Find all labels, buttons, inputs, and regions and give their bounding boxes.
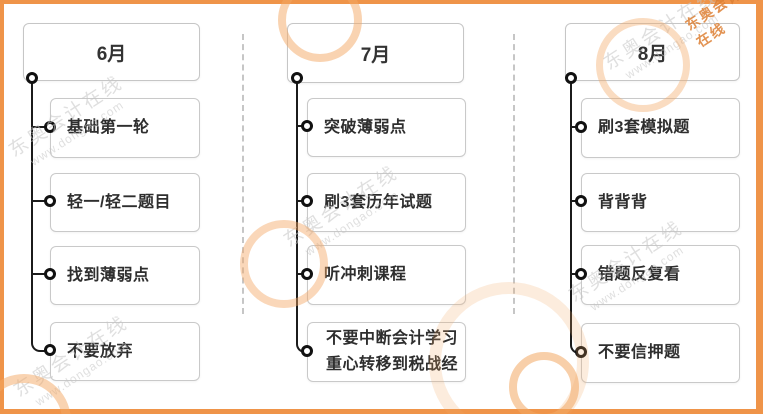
connector-node — [291, 72, 303, 84]
frame-border-bottom — [0, 409, 763, 414]
plan-item: 刷3套模拟题 — [581, 98, 740, 158]
month-header-august: 8月 — [565, 23, 740, 81]
connector-node — [301, 345, 313, 357]
plan-item-label: 不要中断会计学习 重心转移到税战经 — [326, 330, 459, 373]
plan-item: 错题反复看 — [581, 245, 740, 305]
plan-item: 轻一/轻二题目 — [50, 173, 200, 232]
connector-trunk — [296, 78, 298, 342]
plan-item-label: 突破薄弱点 — [324, 118, 407, 136]
month-header-july: 7月 — [287, 23, 464, 83]
frame-border-left — [0, 0, 4, 414]
plan-item-label: 找到薄弱点 — [67, 266, 150, 284]
month-column-august: 8月 刷3套模拟题 背背背 错题反复看 不要信押题 — [565, 0, 763, 414]
month-column-june: 6月 基础第一轮 轻一/轻二题目 找到薄弱点 不要放弃 — [23, 0, 233, 414]
column-separator — [242, 34, 244, 314]
plan-item: 背背背 — [581, 173, 740, 232]
plan-item-label: 不要放弃 — [67, 342, 134, 360]
plan-item: 基础第一轮 — [50, 98, 200, 158]
connector-node — [44, 268, 56, 280]
connector-node — [44, 344, 56, 356]
connector-node — [575, 268, 587, 280]
connector-node — [44, 195, 56, 207]
plan-item: 不要放弃 — [50, 322, 200, 381]
connector-node — [575, 121, 587, 133]
month-label: 8月 — [637, 43, 668, 65]
plan-item-label: 错题反复看 — [598, 266, 681, 283]
plan-item: 刷3套历年试题 — [307, 173, 466, 232]
plan-item-label: 不要信押题 — [598, 344, 681, 361]
plan-item-label: 听冲刺课程 — [324, 266, 407, 283]
connector-node — [44, 121, 56, 133]
month-label: 6月 — [96, 43, 127, 65]
frame-border-top — [0, 0, 763, 4]
plan-item-label: 基础第一轮 — [67, 119, 150, 136]
plan-item: 不要中断会计学习 重心转移到税战经 — [307, 322, 466, 382]
connector-node — [26, 72, 38, 84]
connector-node — [301, 268, 313, 280]
connector-stub — [32, 273, 50, 275]
frame-border-right — [756, 0, 763, 414]
connector-stub — [32, 200, 50, 202]
connector-stub — [32, 126, 50, 128]
connector-node — [575, 195, 587, 207]
plan-item-label: 刷3套模拟题 — [598, 119, 690, 136]
connector-node — [565, 72, 577, 84]
plan-item: 找到薄弱点 — [50, 246, 200, 305]
connector-node — [301, 195, 313, 207]
month-label: 7月 — [360, 44, 391, 66]
plan-item: 听冲刺课程 — [307, 245, 466, 305]
connector-trunk — [570, 78, 572, 342]
connector-trunk — [31, 78, 33, 342]
month-column-july: 7月 突破薄弱点 刷3套历年试题 听冲刺课程 不要中断会计学习 重心转移到税战经 — [287, 0, 497, 414]
column-separator — [513, 34, 515, 314]
plan-item: 突破薄弱点 — [307, 98, 466, 157]
plan-item-label: 背背背 — [598, 193, 648, 211]
month-header-june: 6月 — [23, 23, 200, 81]
connector-elbow — [31, 332, 52, 352]
plan-item-label: 轻一/轻二题目 — [67, 193, 171, 211]
plan-item-label: 刷3套历年试题 — [324, 193, 433, 211]
connector-node — [301, 120, 313, 132]
plan-item: 不要信押题 — [581, 323, 740, 383]
connector-node — [575, 346, 587, 358]
